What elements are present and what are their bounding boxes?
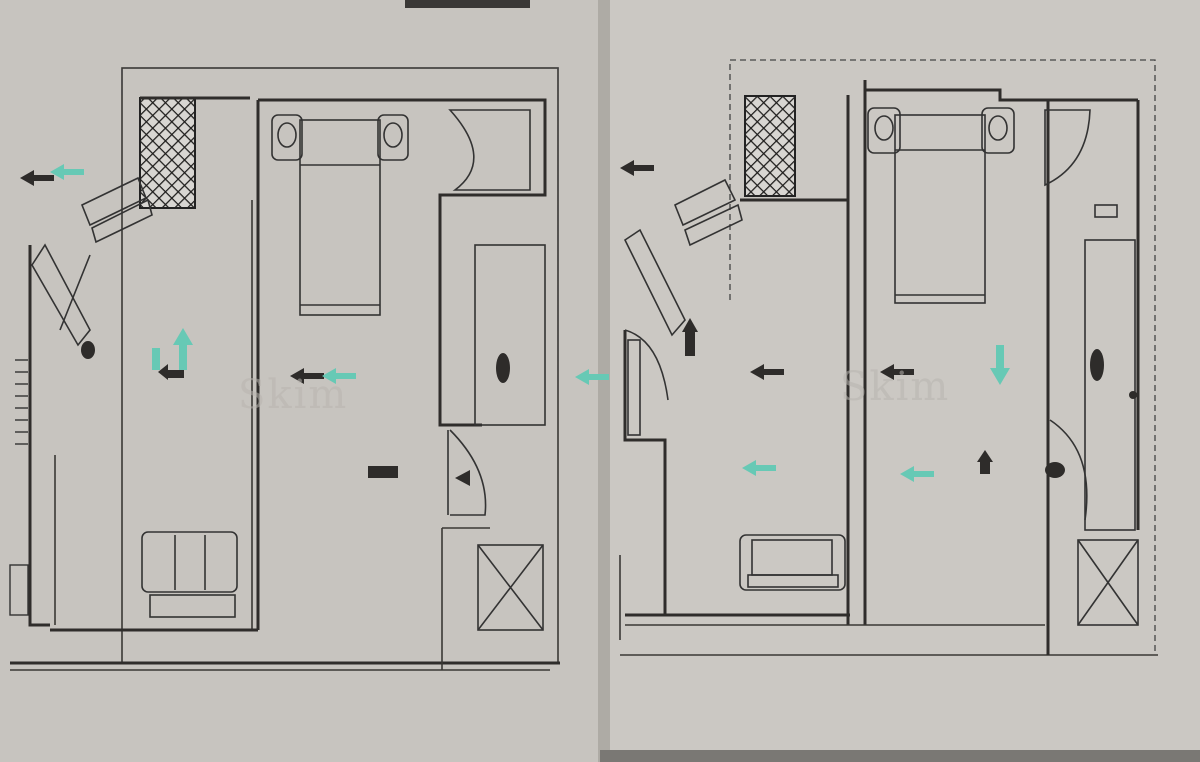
- direction-arrow-icon: [575, 345, 1010, 482]
- left-diagonal-unit: [31, 176, 153, 347]
- left-wardrobe: [474, 244, 546, 426]
- right-bathtub: [1044, 109, 1091, 187]
- door-swing-icon: [624, 329, 669, 401]
- right-cabinet: [627, 339, 641, 436]
- book-spine: [598, 0, 610, 762]
- right-top-wall: [865, 88, 1138, 102]
- left-lattice-screen: [139, 97, 196, 209]
- left-room-main: [258, 98, 547, 427]
- top-binding-strip: [405, 0, 530, 8]
- right-sink: [1094, 204, 1118, 218]
- right-west-wall: [623, 330, 667, 615]
- left-bed: [271, 114, 409, 316]
- right-bed: [867, 107, 1015, 304]
- sofa-icon: [739, 534, 846, 591]
- right-storage-box: [1077, 539, 1139, 626]
- left-floor-plan: Skim: [9, 67, 560, 671]
- door-swing-icon: [449, 429, 487, 516]
- left-west-wall: [28, 245, 50, 627]
- right-wardrobe: [1084, 239, 1136, 531]
- left-dashed-boundary: [121, 67, 559, 390]
- direction-arrow-icon: [20, 170, 510, 486]
- bottom-shadow: [600, 750, 1200, 762]
- right-floor-plan: Skim: [575, 59, 1158, 656]
- watermark-left: Skim: [238, 372, 348, 418]
- sofa-icon: [141, 531, 238, 618]
- left-storage-box: [441, 527, 544, 670]
- left-wall-ticks: [9, 359, 29, 616]
- right-page: [608, 0, 1200, 762]
- direction-arrow-icon: [620, 160, 1137, 478]
- door-swing-icon: [1049, 419, 1088, 521]
- left-bathtub: [448, 109, 531, 191]
- right-diagonal-unit: [623, 178, 743, 337]
- right-dashed-boundary: [729, 59, 1156, 655]
- direction-arrow-icon: [50, 164, 356, 384]
- watermark-right: Skim: [840, 364, 950, 410]
- right-lattice-screen: [744, 95, 796, 197]
